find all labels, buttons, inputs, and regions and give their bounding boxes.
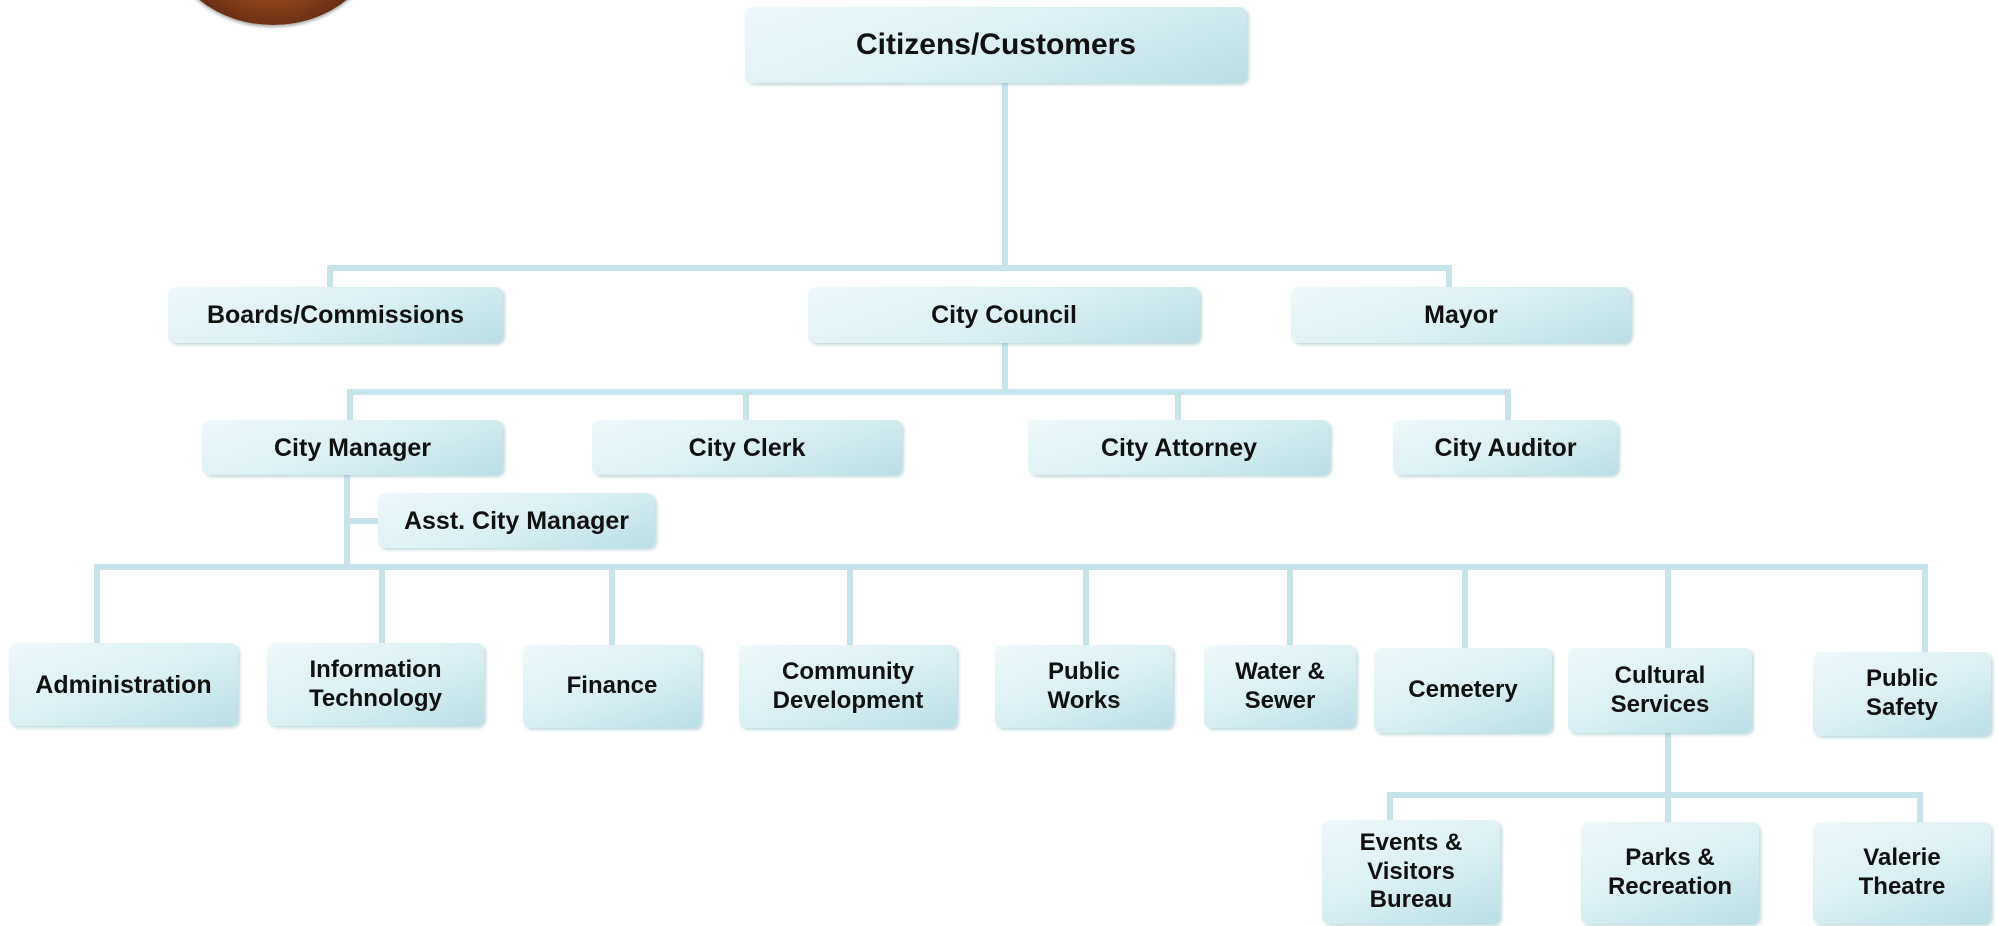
boards-commissions-box: Boards/Commissions (168, 287, 503, 343)
public-safety-box: Public Safety (1813, 652, 1991, 736)
administration-box: Administration (9, 643, 238, 726)
city-manager-box: City Manager (202, 420, 503, 475)
cemetery-box: Cemetery (1374, 648, 1552, 733)
finance-box: Finance (523, 645, 701, 728)
asst-city-manager-box: Asst. City Manager (378, 493, 655, 548)
water-sewer-box: Water & Sewer (1204, 645, 1356, 728)
city-council-box: City Council (808, 287, 1200, 343)
public-works-box: Public Works (995, 645, 1173, 728)
community-development-box: Community Development (739, 645, 957, 728)
events-visitors-bureau-box: Events & Visitors Bureau (1322, 820, 1500, 924)
valerie-theatre-box: Valerie Theatre (1813, 822, 1991, 924)
mayor-box: Mayor (1291, 287, 1631, 343)
information-technology-box: Information Technology (267, 643, 484, 726)
cultural-services-box: Cultural Services (1568, 648, 1752, 733)
city-auditor-box: City Auditor (1393, 420, 1618, 475)
city-attorney-box: City Attorney (1028, 420, 1330, 475)
parks-recreation-box: Parks & Recreation (1581, 822, 1759, 924)
city-clerk-box: City Clerk (592, 420, 902, 475)
citizens-customers-box: Citizens/Customers (745, 7, 1247, 83)
